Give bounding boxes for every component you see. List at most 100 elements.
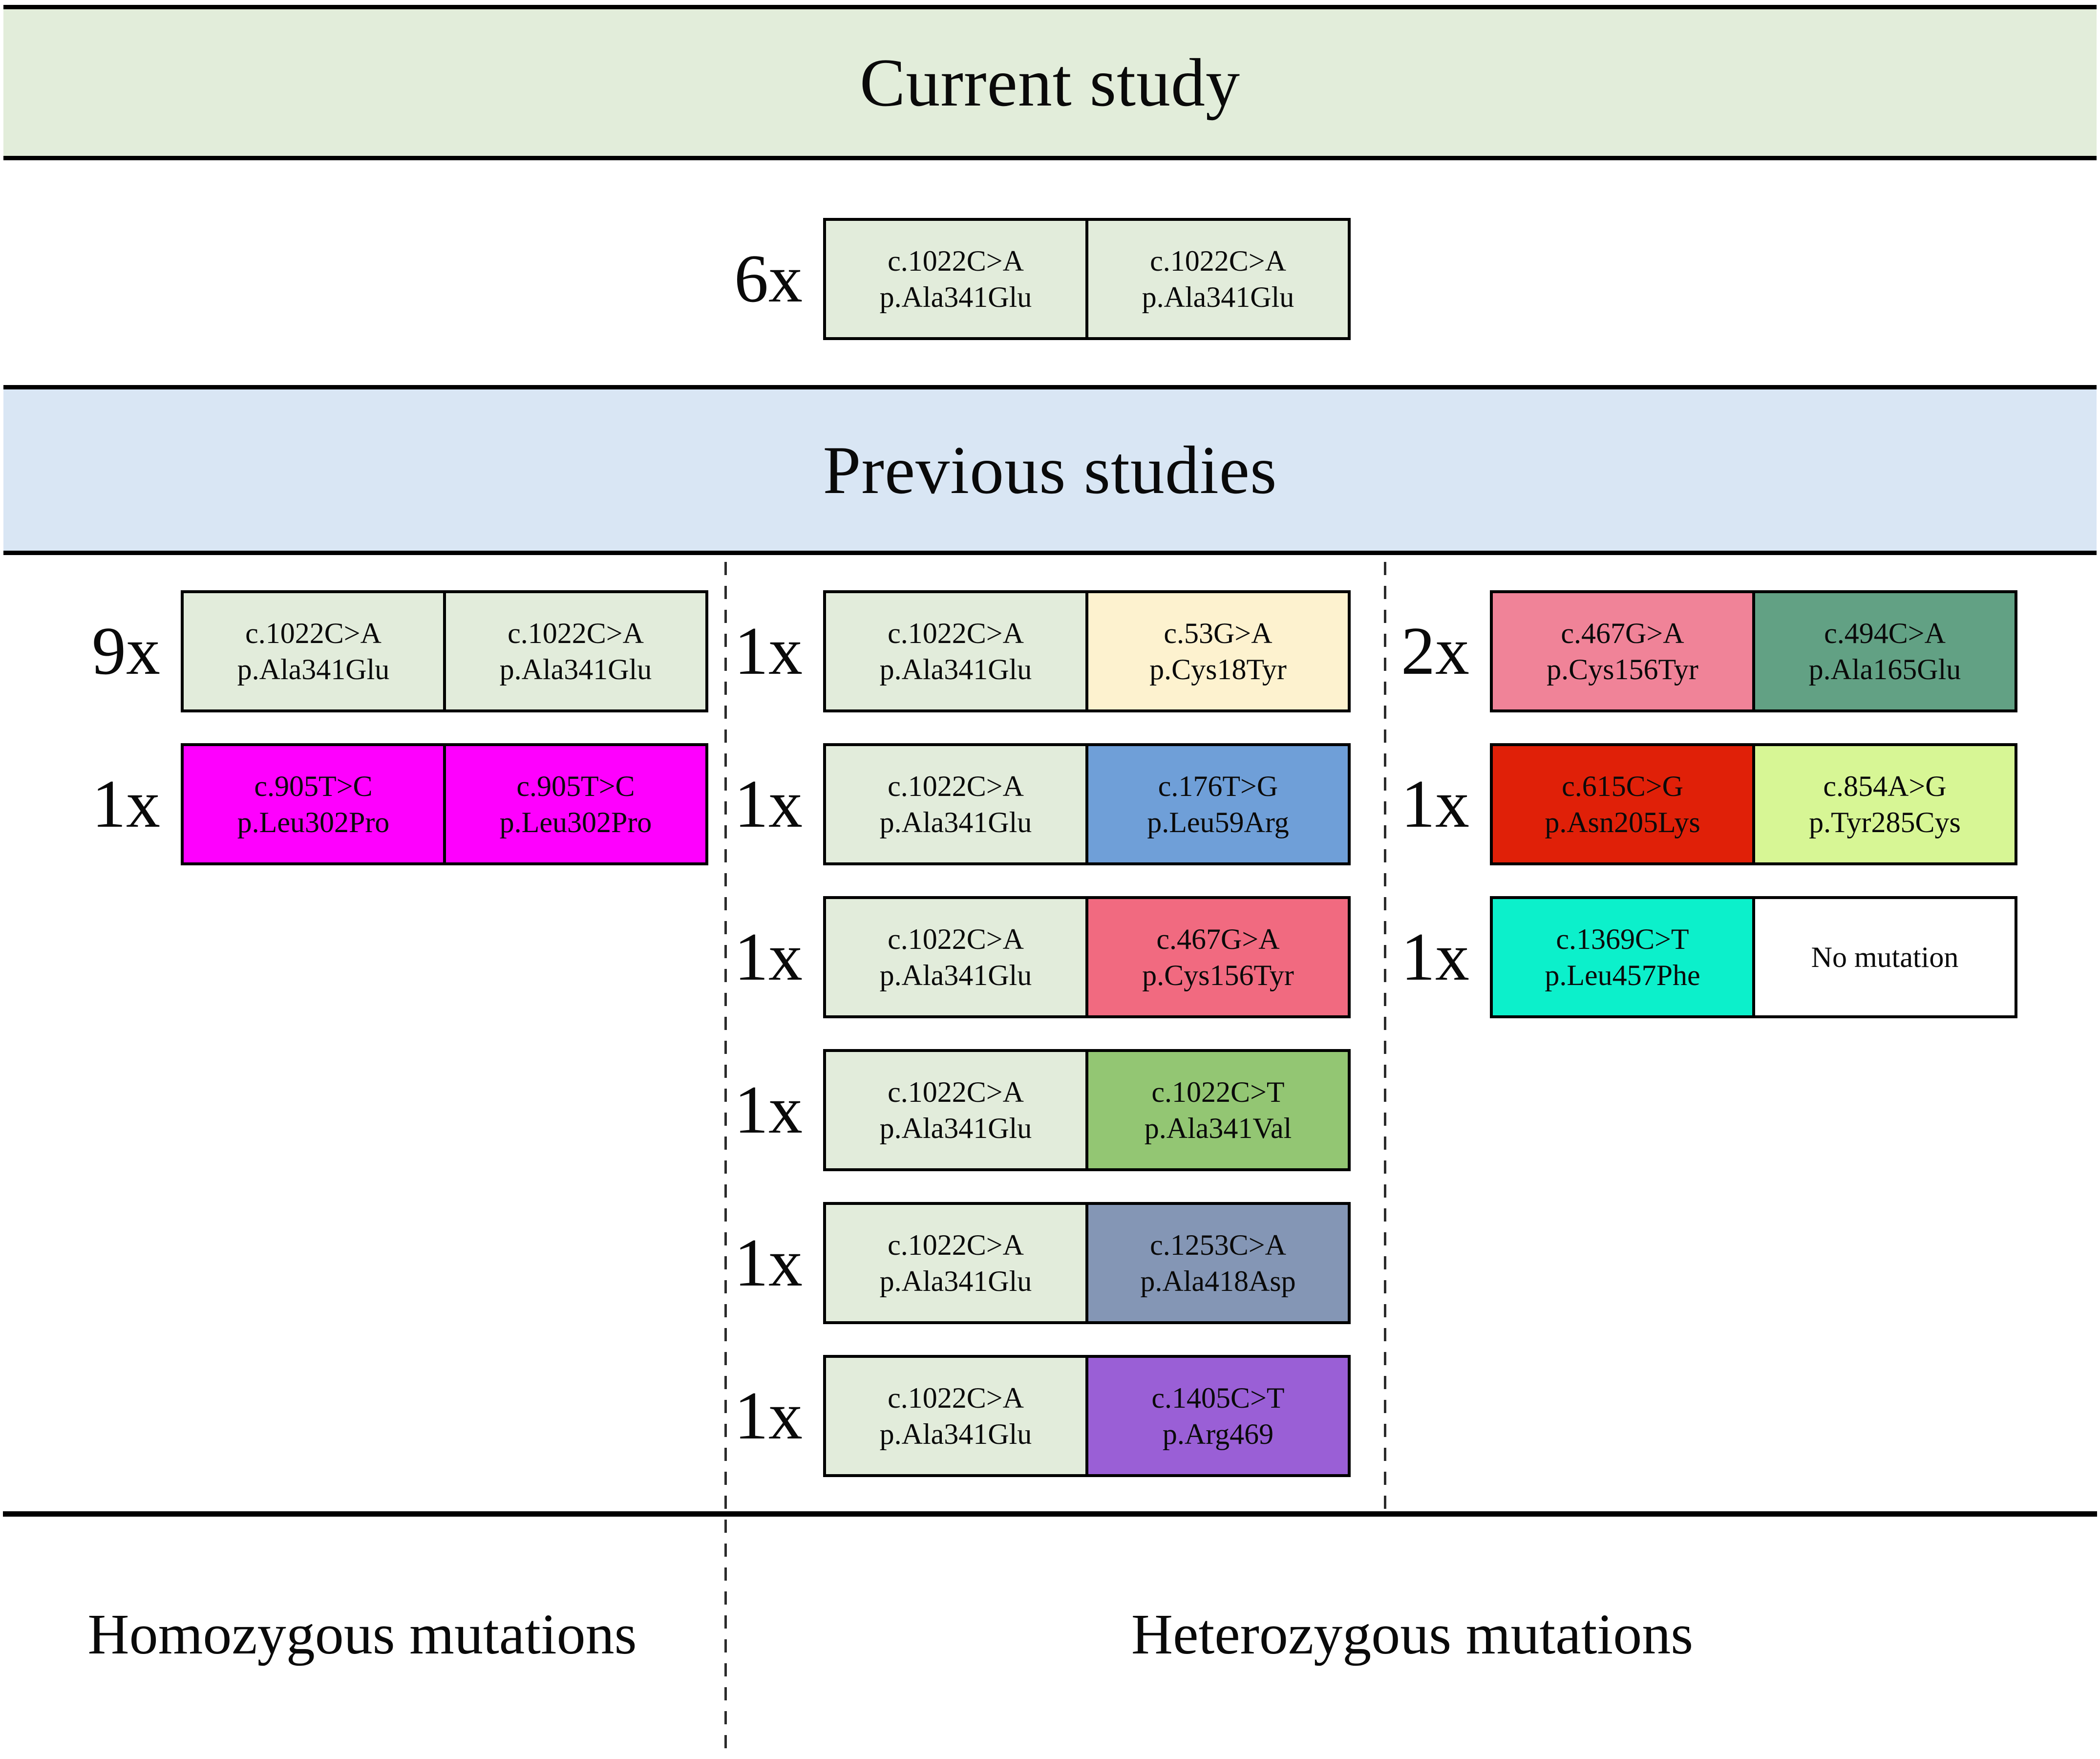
allele-cell: c.1405C>T p.Arg469 [1085,1358,1348,1474]
protein-change: p.Ala341Val [1144,1112,1292,1144]
allele-cell: c.1022C>A p.Ala341Glu [826,746,1085,862]
allele-cell: c.1022C>A p.Ala341Glu [443,593,705,709]
protein-change: p.Asn205Lys [1545,806,1700,838]
current-study-title: Current study [859,44,1241,121]
protein-change: p.Ala341Glu [879,1418,1032,1450]
dna-change: c.1369C>T [1556,923,1689,955]
protein-change: p.Ala341Glu [879,959,1032,991]
dna-change: c.1022C>A [888,1229,1024,1261]
mutation-row: 6x c.1022C>A p.Ala341Glu c.1022C>A p.Ala… [711,218,1351,340]
dna-change: c.1022C>A [888,770,1024,802]
allele-pair: c.1022C>A p.Ala341Glu c.1022C>T p.Ala341… [823,1049,1351,1171]
column-divider-dashed-line-right [1384,562,1386,1511]
dna-change: c.1022C>A [1150,245,1286,277]
mutation-row: 1x c.905T>C p.Leu302Pro c.905T>C p.Leu30… [68,743,708,865]
dna-change: c.1405C>T [1151,1382,1285,1414]
mutation-row: 1x c.1022C>A p.Ala341Glu c.176T>G p.Leu5… [711,743,1351,865]
allele-pair: c.905T>C p.Leu302Pro c.905T>C p.Leu302Pr… [181,743,708,865]
heterozygous-label: Heterozygous mutations [1131,1602,1694,1666]
dna-change: c.615C>G [1562,770,1683,802]
allele-pair: c.1022C>A p.Ala341Glu c.1253C>A p.Ala418… [823,1202,1351,1324]
allele-pair: c.467G>A p.Cys156Tyr c.494C>A p.Ala165Gl… [1490,590,2017,712]
allele-cell: c.53G>A p.Cys18Tyr [1085,593,1348,709]
protein-change: p.Cys156Tyr [1547,653,1698,686]
count-label: 1x [1401,919,1469,995]
mutation-row: 9x c.1022C>A p.Ala341Glu c.1022C>A p.Ala… [68,590,708,712]
allele-cell: c.494C>A p.Ala165Glu [1752,593,2015,709]
protein-change: p.Ala341Glu [879,281,1032,313]
allele-cell: c.1022C>A p.Ala341Glu [826,1052,1085,1168]
dna-change: c.176T>G [1158,770,1278,802]
protein-change: p.Ala341Glu [499,653,652,686]
allele-pair: c.1022C>A p.Ala341Glu c.1405C>T p.Arg469 [823,1355,1351,1477]
dna-change: c.1022C>A [888,617,1024,649]
allele-cell: c.1022C>A p.Ala341Glu [826,899,1085,1015]
dna-change: c.1022C>A [508,617,644,649]
protein-change: p.Arg469 [1162,1418,1274,1450]
allele-cell: c.1022C>A p.Ala341Glu [826,221,1085,337]
dna-change: c.1022C>A [245,617,382,649]
protein-change: p.Ala341Glu [1142,281,1294,313]
dna-change: c.1022C>A [888,1076,1024,1108]
protein-change: p.Ala165Glu [1808,653,1961,686]
dna-change: c.467G>A [1156,923,1280,955]
count-label: 1x [734,1225,803,1301]
allele-cell: No mutation [1752,899,2015,1015]
count-label: 1x [734,919,803,995]
count-label: 1x [1401,766,1469,842]
protein-change: p.Leu302Pro [237,806,390,838]
mutation-row: 1x c.1022C>A p.Ala341Glu c.1022C>T p.Ala… [711,1049,1351,1171]
dna-change: c.1253C>A [1150,1229,1286,1261]
allele-pair: c.1022C>A p.Ala341Glu c.1022C>A p.Ala341… [823,218,1351,340]
protein-change: p.Ala418Asp [1140,1265,1296,1297]
allele-cell: c.615C>G p.Asn205Lys [1493,746,1752,862]
dna-change: c.1022C>T [1151,1076,1285,1108]
dna-change: c.467G>A [1561,617,1684,649]
count-label: 1x [734,766,803,842]
allele-cell: c.467G>A p.Cys156Tyr [1085,899,1348,1015]
allele-cell: c.905T>C p.Leu302Pro [184,746,443,862]
dna-change: c.905T>C [254,770,373,802]
count-label: 1x [734,613,803,689]
dna-change: c.494C>A [1824,617,1946,649]
dna-change: c.854A>G [1823,770,1947,802]
allele-cell: c.1022C>A p.Ala341Glu [184,593,443,709]
mutation-row: 1x c.1022C>A p.Ala341Glu c.467G>A p.Cys1… [711,896,1351,1018]
allele-cell: c.905T>C p.Leu302Pro [443,746,705,862]
allele-cell: c.1253C>A p.Ala418Asp [1085,1205,1348,1321]
protein-change: p.Leu302Pro [499,806,652,838]
protein-change: p.Ala341Glu [879,1265,1032,1297]
mutation-row: 1x c.1022C>A p.Ala341Glu c.1253C>A p.Ala… [711,1202,1351,1324]
allele-cell: c.1369C>T p.Leu457Phe [1493,899,1752,1015]
protein-change: p.Ala341Glu [879,806,1032,838]
dna-change: c.905T>C [516,770,635,802]
allele-cell: c.176T>G p.Leu59Arg [1085,746,1348,862]
allele-pair: c.615C>G p.Asn205Lys c.854A>G p.Tyr285Cy… [1490,743,2017,865]
dna-change: c.53G>A [1164,617,1273,649]
allele-cell: c.1022C>A p.Ala341Glu [826,593,1085,709]
allele-cell: c.1022C>T p.Ala341Val [1085,1052,1348,1168]
mutation-row: 1x c.1022C>A p.Ala341Glu c.1405C>T p.Arg… [711,1355,1351,1477]
column-divider-dashed-line-left [724,562,727,1749]
previous-studies-band: Previous studies [3,385,2097,555]
allele-pair: c.1022C>A p.Ala341Glu c.1022C>A p.Ala341… [181,590,708,712]
protein-change: p.Ala341Glu [879,653,1032,686]
current-study-band: Current study [3,5,2097,160]
dna-change: c.1022C>A [888,1382,1024,1414]
mutation-row: 1x c.1022C>A p.Ala341Glu c.53G>A p.Cys18… [711,590,1351,712]
allele-cell: c.467G>A p.Cys156Tyr [1493,593,1752,709]
count-label: 1x [734,1072,803,1148]
protein-change: p.Leu457Phe [1545,959,1700,991]
allele-cell: c.1022C>A p.Ala341Glu [826,1205,1085,1321]
protein-change: p.Leu59Arg [1147,806,1289,838]
protein-change: p.Tyr285Cys [1809,806,1961,838]
protein-change: p.Cys18Tyr [1149,653,1287,686]
protein-change: p.Ala341Glu [879,1112,1032,1144]
dna-change: c.1022C>A [888,923,1024,955]
allele-pair: c.1022C>A p.Ala341Glu c.53G>A p.Cys18Tyr [823,590,1351,712]
allele-cell: c.854A>G p.Tyr285Cys [1752,746,2015,862]
mutation-row: 2x c.467G>A p.Cys156Tyr c.494C>A p.Ala16… [1378,590,2017,712]
allele-cell: c.1022C>A p.Ala341Glu [1085,221,1348,337]
allele-pair: c.1369C>T p.Leu457Phe No mutation [1490,896,2017,1018]
